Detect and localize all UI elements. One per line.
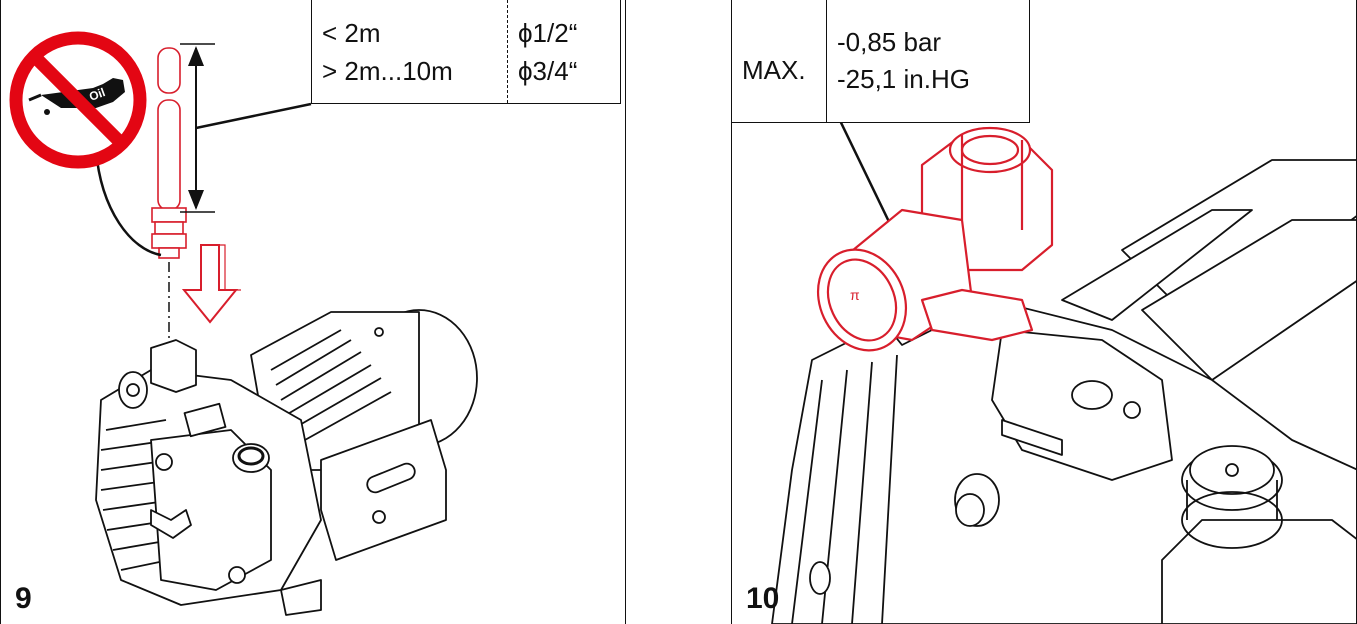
vacuum-relief-valve-icon: π <box>816 126 1054 352</box>
pump-closeup-illustration-10: π <box>771 103 1356 624</box>
pipe-length-short: < 2m <box>322 17 381 48</box>
max-label: MAX. <box>732 0 827 123</box>
panel-number: 9 <box>15 582 32 615</box>
figure-panel-9: Oil <box>0 0 626 624</box>
pipe-diameter-cell: ϕ1/2“ ϕ3/4“ <box>507 0 621 104</box>
pipe-diameter-large: ϕ3/4“ <box>518 55 578 86</box>
vacuum-pump-drawing <box>95 309 478 616</box>
pump-illustration-9: Oil <box>9 31 478 616</box>
vacuum-value-bar: -0,85 bar <box>837 27 942 57</box>
pipe-length-long: > 2m...10m <box>322 55 453 86</box>
no-oil-prohibition-icon: Oil <box>9 31 147 169</box>
pump-head-drawing <box>771 159 1356 624</box>
figure-panel-10: π MAX. -0,85 bar -25,1 in.HG 10 <box>731 0 1357 624</box>
panel-number: 10 <box>746 582 780 615</box>
pipe-size-table: < 2m > 2m...10m ϕ1/2“ ϕ3/4“ <box>311 0 621 104</box>
vacuum-value-inhg: -25,1 in.HG <box>837 64 970 94</box>
max-vacuum-table: MAX. -0,85 bar -25,1 in.HG <box>732 0 1030 123</box>
vacuum-values-cell: -0,85 bar -25,1 in.HG <box>826 0 1030 123</box>
oil-can-label: Oil <box>87 85 107 104</box>
svg-text:π: π <box>850 287 860 303</box>
pipe-diameter-small: ϕ1/2“ <box>518 17 578 48</box>
pipe-length-cell: < 2m > 2m...10m <box>311 0 508 104</box>
